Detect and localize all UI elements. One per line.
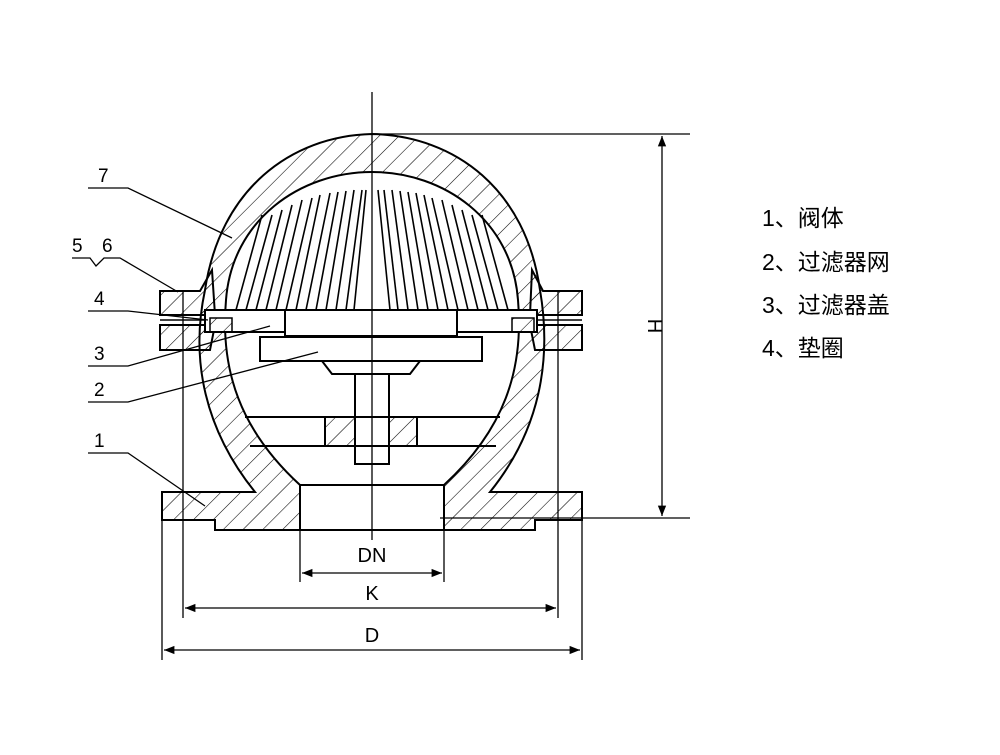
dim-dn-label: DN — [358, 545, 387, 567]
dim-k-label: K — [365, 583, 379, 605]
dim-d-label: D — [365, 625, 379, 647]
part-label-7: 7 — [98, 166, 109, 187]
part-label-6: 6 — [102, 236, 113, 257]
legend-item-filter-cover: 3、过滤器盖 — [762, 292, 890, 318]
filter-net — [235, 189, 509, 310]
filter-cover — [204, 309, 538, 337]
dim-h-label: H — [643, 319, 665, 333]
legend-item-gasket: 4、垫圈 — [762, 335, 844, 361]
leader-lines — [72, 187, 319, 507]
dimension-lines — [161, 133, 690, 660]
legend-item-filter-net: 2、过滤器网 — [762, 249, 890, 275]
part-label-2: 2 — [94, 380, 105, 401]
parts-legend: 1、阀体 2、过滤器网 3、过滤器盖 4、垫圈 — [762, 205, 890, 361]
part-label-1: 1 — [94, 431, 105, 452]
part-label-5: 5 — [72, 236, 83, 257]
part-label-4: 4 — [94, 289, 105, 310]
legend-item-body: 1、阀体 — [762, 205, 844, 231]
part-label-3: 3 — [94, 344, 105, 365]
